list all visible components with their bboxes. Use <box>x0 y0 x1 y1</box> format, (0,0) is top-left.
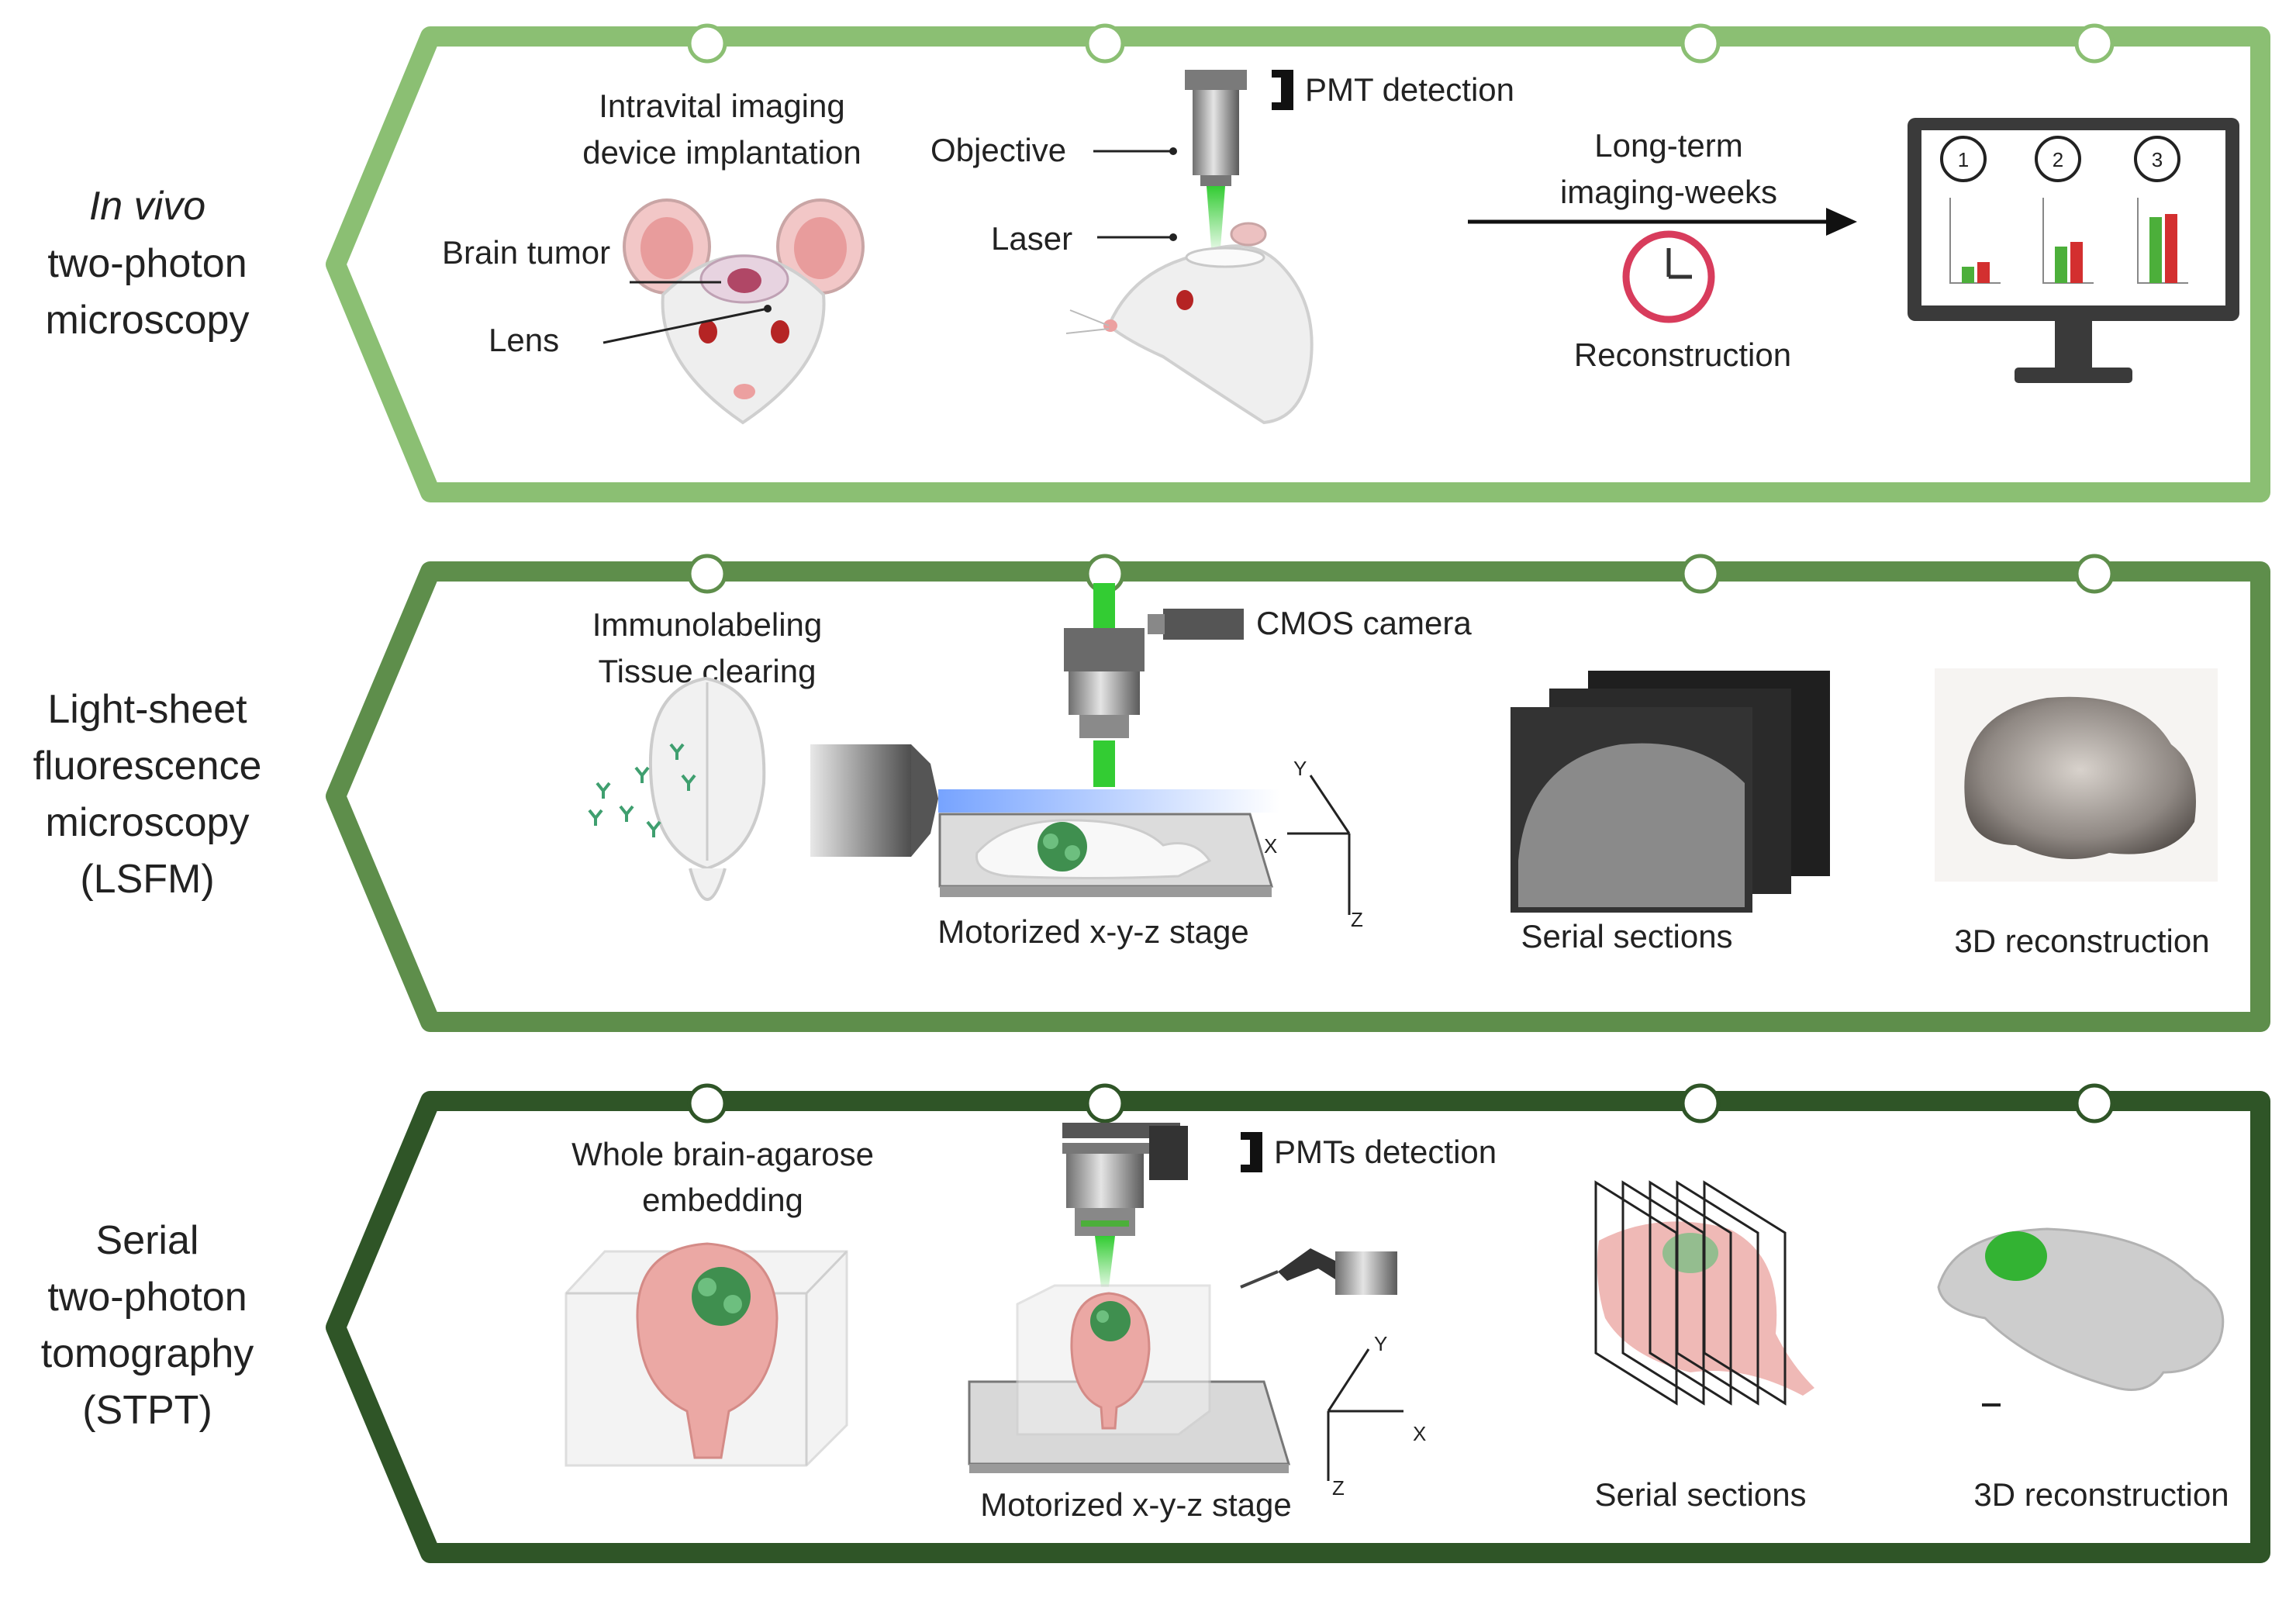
row2-title-line4: (LSFM) <box>80 857 214 902</box>
cmos-camera-label: CMOS camera <box>1256 605 1472 641</box>
bar-t3-red <box>2165 214 2177 283</box>
row3-title-line2: two-photon <box>47 1275 247 1320</box>
objective-label: Objective <box>930 132 1066 168</box>
lsfm-stage-label: Motorized x-y-z stage <box>937 913 1248 950</box>
row2-frame <box>326 561 2270 1032</box>
vibratome-illustration <box>1240 1248 1397 1295</box>
stpt-axes <box>1327 1348 1403 1481</box>
pmt-detection-label: PMT detection <box>1305 71 1514 108</box>
stpt-3d-brain-illustration <box>1937 1227 2225 1407</box>
long-term-label-line2: imaging-weeks <box>1560 174 1777 210</box>
lens-leader <box>602 307 768 344</box>
lsfm-serial-sections-illustration <box>1511 671 1830 913</box>
cmos-camera-icon <box>1148 609 1244 640</box>
lens-label: Lens <box>489 322 559 358</box>
pmt-detector-icon <box>1272 70 1293 110</box>
clock-icon <box>1622 230 1715 323</box>
row1-frame <box>326 26 2270 502</box>
row2-title-line3: microscopy <box>46 800 250 845</box>
reconstruction-label: Reconstruction <box>1574 337 1791 373</box>
lsfm-recon-label: 3D reconstruction <box>1954 923 2209 959</box>
stpt-stage-label: Motorized x-y-z stage <box>980 1486 1291 1523</box>
row1-title-italic: In vivo <box>89 184 205 229</box>
detection-objective-illustration <box>1064 583 1145 787</box>
timepoint-2-badge <box>2035 136 2081 182</box>
mouse-face-illustration <box>623 198 865 425</box>
bar-t3-green <box>2149 217 2162 283</box>
stpt-serial-sections-illustration <box>1594 1180 1814 1406</box>
bar-t1-green <box>1962 267 1974 283</box>
light-sheet <box>938 789 1279 813</box>
pmts-detector-icon <box>1241 1132 1262 1172</box>
brain-tumor-label: Brain tumor <box>442 234 610 271</box>
lsfm-stage-illustration <box>938 813 1274 897</box>
row2-title-line2: fluorescence <box>33 744 262 789</box>
row1-title-line2: microscopy <box>46 298 250 343</box>
row3-title-line1: Serial <box>96 1218 199 1263</box>
stpt-stage-illustration <box>968 1284 1291 1473</box>
stpt-prep-line2: embedding <box>642 1182 803 1218</box>
timepoint-3-badge <box>2134 136 2180 182</box>
row3-frame <box>326 1091 2270 1563</box>
stpt-axis-x: X <box>1413 1422 1426 1445</box>
objective-leader-dot <box>1169 147 1177 155</box>
row2-title-line1: Light-sheet <box>47 687 247 732</box>
mouse-side-illustration <box>1065 222 1314 425</box>
row3-title-line3: tomography <box>41 1331 254 1376</box>
long-term-label-line1: Long-term <box>1594 127 1742 164</box>
lsfm-3d-brain-illustration <box>1935 668 2218 882</box>
lsfm-sections-label: Serial sections <box>1521 918 1732 954</box>
stpt-sections-label: Serial sections <box>1594 1476 1806 1513</box>
timepoint-1-text: 1 <box>1958 148 1969 171</box>
row1-title-line1: two-photon <box>47 241 247 286</box>
stpt-recon-label: 3D reconstruction <box>1973 1476 2229 1513</box>
device-label-line1: Intravital imaging <box>599 88 844 124</box>
bar-t2-red <box>2070 242 2083 283</box>
objective-illustration <box>1185 70 1247 248</box>
pmts-detection-label: PMTs detection <box>1274 1134 1497 1170</box>
laser-leader-dot <box>1169 233 1177 241</box>
lsfm-axis-y: Y <box>1293 757 1307 780</box>
bar-t1-red <box>1977 262 1990 283</box>
bar-t2-green <box>2055 247 2067 283</box>
row1-nodes <box>687 23 2115 64</box>
lens-leader-dot <box>764 305 772 312</box>
timepoint-3-text: 3 <box>2152 148 2163 171</box>
brain-antibodies-illustration <box>588 676 766 901</box>
row2-nodes <box>687 554 2115 594</box>
lsfm-axis-x: X <box>1264 834 1277 858</box>
timepoint-2-text: 2 <box>2053 148 2063 171</box>
device-label-line2: device implantation <box>582 134 861 171</box>
timepoint-1-badge <box>1940 136 1987 182</box>
lsfm-axes <box>1287 775 1351 915</box>
lsfm-axis-z: Z <box>1351 908 1363 931</box>
stpt-objective-illustration <box>1062 1123 1188 1287</box>
laser-label: Laser <box>991 220 1072 257</box>
stpt-axis-y: Y <box>1374 1332 1387 1355</box>
timeline-arrow <box>1468 208 1857 236</box>
stpt-prep-line1: Whole brain-agarose <box>571 1136 874 1172</box>
monitor-charts: 1 2 3 <box>1940 136 2188 284</box>
row3-nodes <box>687 1083 2115 1124</box>
stpt-axis-z: Z <box>1332 1476 1345 1500</box>
row3-title-line4: (STPT) <box>82 1388 212 1433</box>
lsfm-prep-line1: Immunolabeling <box>592 606 823 643</box>
agarose-brain-illustration <box>565 1242 848 1467</box>
illumination-objective-illustration <box>810 744 938 857</box>
